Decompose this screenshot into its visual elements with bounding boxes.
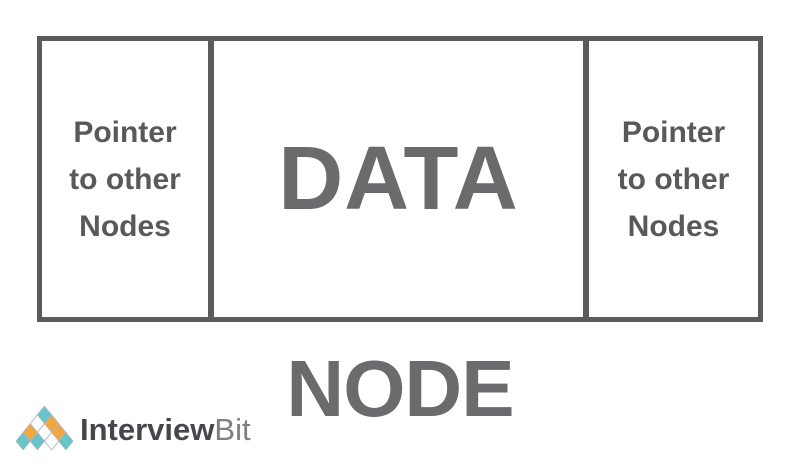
left-pointer-cell: Pointer to other Nodes [42, 41, 208, 317]
right-pointer-cell: Pointer to other Nodes [589, 41, 758, 317]
right-pointer-label: Pointer to other Nodes [618, 109, 730, 250]
interviewbit-logo: InterviewBit [16, 405, 251, 451]
data-label: DATA [278, 129, 519, 229]
diamond-pyramid-icon [16, 406, 73, 450]
left-pointer-line-3: Nodes [79, 209, 171, 243]
node-caption: NODE [286, 344, 514, 433]
logo-diamond [16, 431, 31, 450]
left-pointer-line-1: Pointer [73, 115, 177, 149]
logo-diamond [58, 431, 73, 450]
interviewbit-wordmark: InterviewBit [80, 412, 251, 445]
node-box: Pointer to other Nodes DATA Pointer to o… [37, 36, 763, 322]
logo-diamond [29, 431, 46, 450]
right-pointer-line-2: to other [617, 162, 730, 196]
left-pointer-line-2: to other [69, 162, 181, 196]
brand-primary-text: Interview [80, 411, 215, 447]
left-pointer-label: Pointer to other Nodes [69, 109, 181, 250]
right-pointer-line-3: Nodes [627, 209, 720, 243]
logo-diamond [43, 431, 60, 450]
brand-secondary-text: Bit [214, 411, 251, 447]
right-pointer-line-1: Pointer [621, 115, 726, 149]
data-cell: DATA [208, 41, 589, 317]
